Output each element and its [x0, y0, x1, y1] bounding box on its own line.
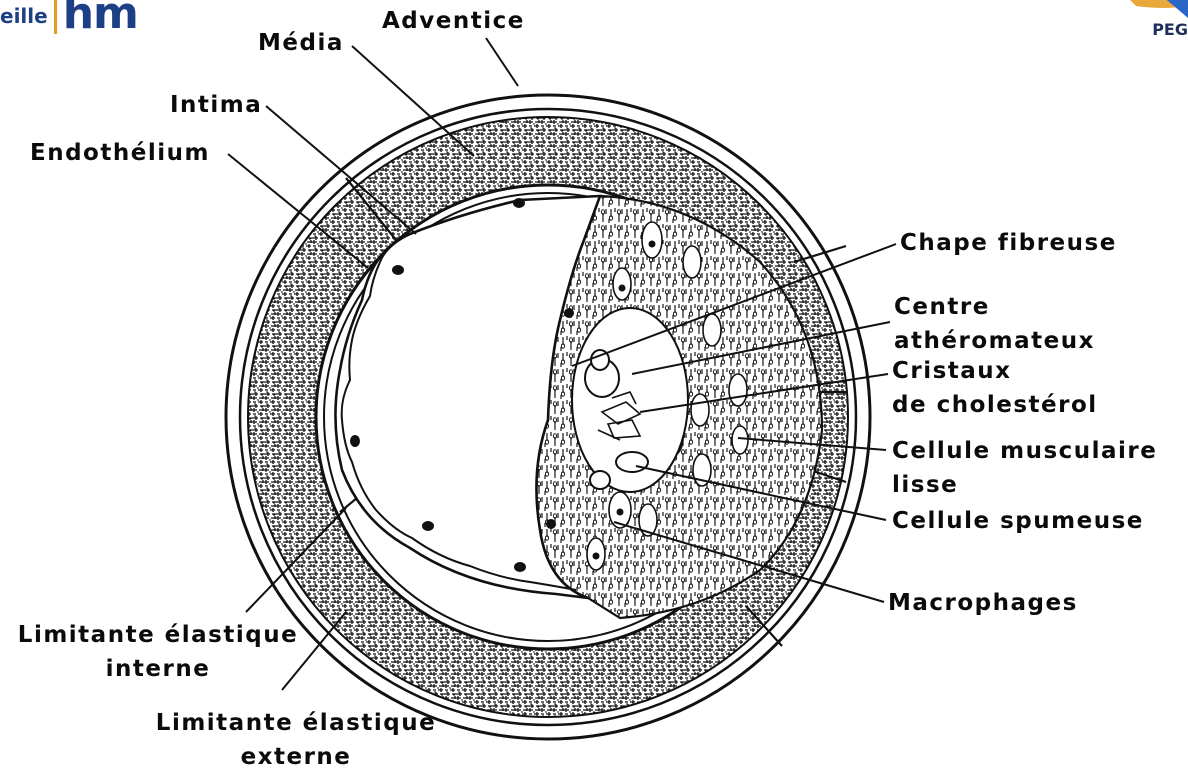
label-adventice: Adventice: [382, 4, 525, 38]
label-macrophages: Macrophages: [888, 586, 1078, 620]
label-intima: Intima: [170, 88, 262, 122]
label-endothelium: Endothélium: [30, 136, 210, 170]
label-chape-fibreuse: Chape fibreuse: [900, 226, 1117, 260]
label-cellule-musculaire-lisse: Cellule musculaire lisse: [892, 434, 1157, 502]
label-limitante-externe: Limitante élastique externe: [146, 706, 446, 774]
label-cellule-spumeuse: Cellule spumeuse: [892, 504, 1144, 538]
label-media: Média: [258, 26, 344, 60]
label-limitante-interne: Limitante élastique interne: [8, 618, 308, 686]
label-cristaux-cholesterol: Cristaux de cholestérol: [892, 354, 1098, 422]
label-centre-atheromateux: Centre athéromateux: [894, 290, 1095, 358]
